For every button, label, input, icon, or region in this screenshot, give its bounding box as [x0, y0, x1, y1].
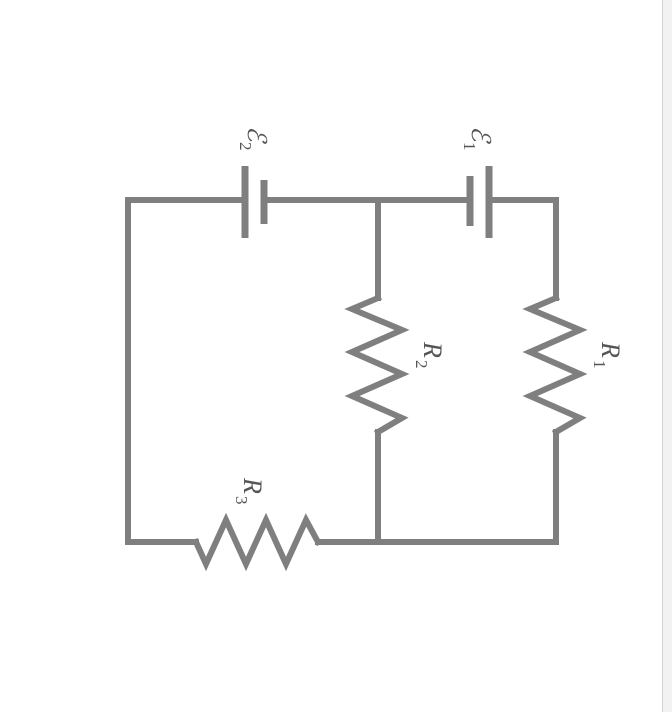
label-r2-symbol: R [418, 341, 447, 358]
wires [125, 197, 559, 545]
label-r3-sub: 3 [232, 496, 251, 505]
resistor-r2 [344, 294, 410, 437]
label-r3: R 3 [232, 477, 267, 505]
label-r2-sub: 2 [412, 360, 431, 369]
label-r2: R 2 [412, 341, 447, 369]
battery-emf1 [466, 166, 493, 238]
label-emf2-symbol: ℰ [242, 126, 271, 144]
label-emf2: ℰ 2 [236, 126, 271, 151]
label-emf1-sub: 1 [460, 142, 479, 151]
label-r1: R 1 [590, 341, 625, 369]
label-r1-sub: 1 [590, 360, 609, 369]
resistor-r3 [192, 512, 323, 572]
label-emf1-symbol: ℰ [466, 126, 495, 144]
label-r3-symbol: R [238, 477, 267, 494]
label-emf1: ℰ 1 [460, 126, 495, 151]
resistor-r1 [522, 294, 588, 437]
label-emf2-sub: 2 [236, 142, 255, 151]
label-r1-symbol: R [596, 341, 625, 358]
battery-emf2 [241, 166, 268, 238]
page-edge [662, 0, 672, 712]
